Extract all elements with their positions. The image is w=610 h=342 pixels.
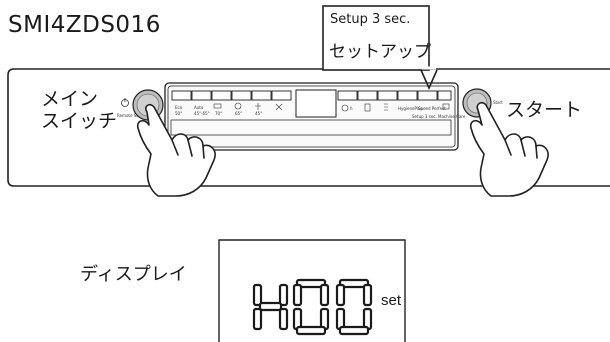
program-button-2 xyxy=(191,90,212,101)
panel-display-window xyxy=(295,89,337,118)
strip-caption: Setup 3 sec. Machine Care xyxy=(412,114,466,119)
option-button-2 xyxy=(357,90,378,101)
setup-callout-line1: Setup 3 sec. xyxy=(330,12,411,27)
display-closeup-frame xyxy=(218,239,406,342)
basket-icon xyxy=(442,103,450,110)
option-caption-1: h xyxy=(350,106,353,111)
display-set-suffix: set xyxy=(381,292,402,309)
main-switch-label-line1: メイン xyxy=(41,88,99,110)
start-button xyxy=(462,88,492,118)
program-caption-1-top: Eco xyxy=(175,105,183,110)
option-button-1 xyxy=(337,90,358,101)
program-icons xyxy=(213,102,283,111)
option-icons xyxy=(341,103,450,112)
option-caption-4: HygienePlus xyxy=(398,106,423,111)
option-caption-5: Speed Perfect xyxy=(418,106,446,111)
setup-callout-line2: セットアップ xyxy=(329,42,431,62)
display-label: ディスプレイ xyxy=(80,264,187,285)
appliance-panel-outline xyxy=(7,68,610,187)
hand-pointer-start-icon xyxy=(469,102,549,197)
program-button-3 xyxy=(211,90,232,101)
program-caption-3-bottom: 70° xyxy=(215,111,222,116)
hand-pointer-main-icon xyxy=(136,104,216,197)
model-number: SMI4ZDS016 xyxy=(8,12,161,38)
option-button-5 xyxy=(417,90,438,101)
program-caption-2-top: Auto xyxy=(194,105,204,110)
glass-icon xyxy=(255,103,261,110)
program-button-6 xyxy=(271,90,292,101)
start-label: スタート xyxy=(506,99,583,121)
timer-icon xyxy=(341,104,349,112)
half-load-icon xyxy=(364,103,371,112)
power-caption: Remote Start xyxy=(117,113,144,118)
setup-callout xyxy=(322,5,438,90)
main-switch-label: メイン スイッチ xyxy=(41,88,118,133)
option-button-6 xyxy=(437,90,452,101)
program-caption-4-bottom: 65° xyxy=(235,111,242,116)
option-button-4 xyxy=(397,90,418,101)
seven-segment-digits xyxy=(252,278,373,336)
digit-0-a xyxy=(292,278,330,336)
sparkle-icon xyxy=(275,103,283,111)
program-button-4 xyxy=(231,90,252,101)
program-buttons xyxy=(171,90,292,101)
start-caption: Start xyxy=(493,100,503,105)
program-caption-5-bottom: 45° xyxy=(255,111,262,116)
pan-icon xyxy=(213,103,222,109)
clock-icon xyxy=(234,102,242,110)
intensive-icon xyxy=(384,103,388,111)
program-caption-1-bottom: 50° xyxy=(175,111,182,116)
power-icon xyxy=(121,98,129,107)
program-button-5 xyxy=(251,90,272,101)
program-caption-2-bottom: 45°-65° xyxy=(194,111,210,116)
option-buttons xyxy=(337,90,452,101)
digit-h xyxy=(252,283,289,331)
program-button-1 xyxy=(171,90,192,101)
option-button-3 xyxy=(377,90,398,101)
digit-0-b xyxy=(335,278,373,336)
main-switch-label-line2: スイッチ xyxy=(41,109,118,132)
